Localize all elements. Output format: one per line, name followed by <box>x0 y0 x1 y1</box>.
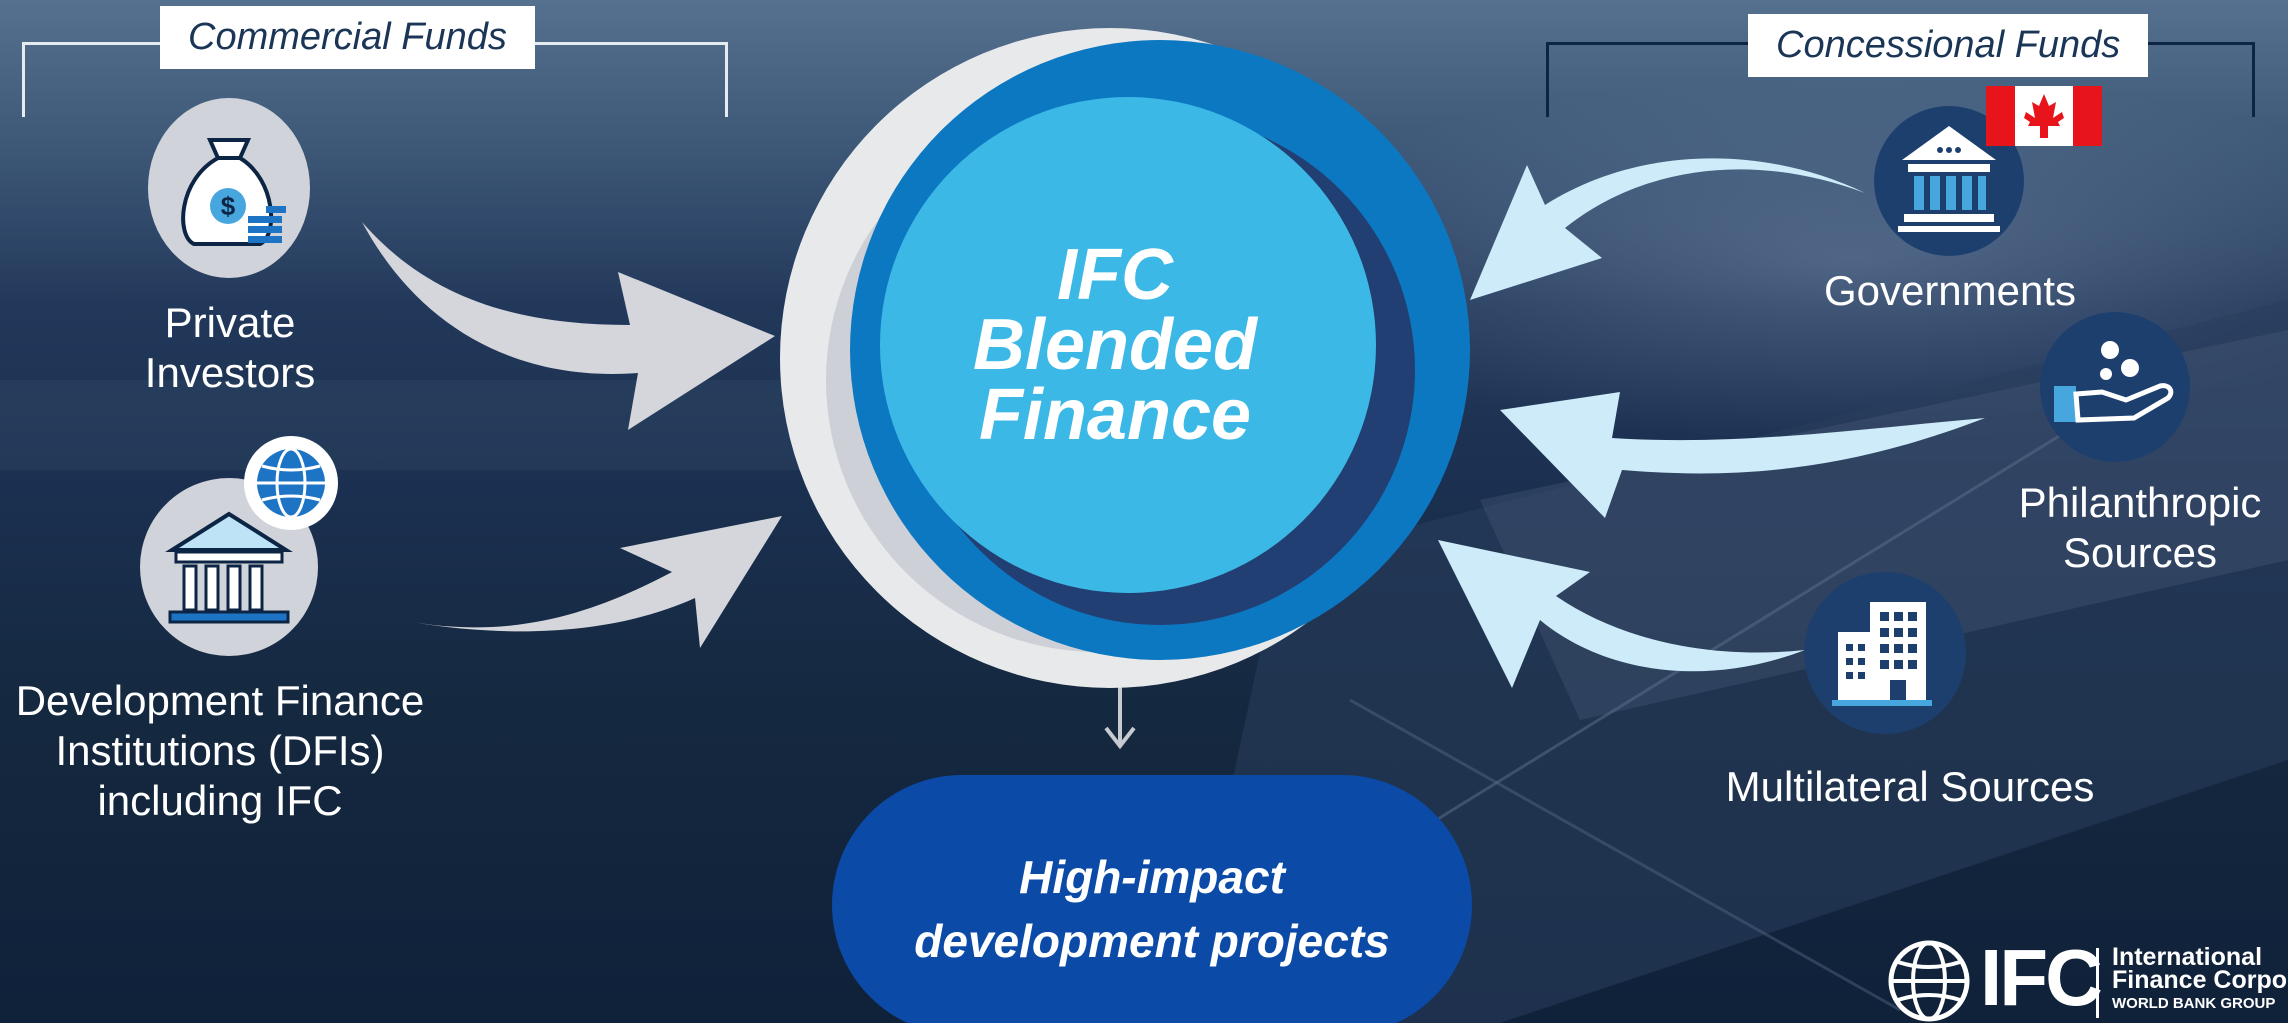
concessional-funds-label: Concessional Funds <box>1748 14 2149 77</box>
private-investors-line-2: Investors <box>144 349 316 396</box>
ifc-logo-text: International Finance Corpor WORLD BANK … <box>2112 943 2288 1015</box>
center-title-line-1: IFC <box>1057 235 1173 315</box>
commercial-funds-label: Commercial Funds <box>160 6 535 69</box>
dfi-label: Development Finance Institutions (DFIs) … <box>0 676 440 826</box>
outcome-pill <box>832 775 1472 1023</box>
private-investors-icon-circle: $ <box>148 98 310 278</box>
philanthropic-label: Philanthropic Sources <box>2000 478 2280 578</box>
dfi-line-1: Development Finance <box>15 677 425 724</box>
philanthropic-line-2: Sources <box>2062 529 2218 576</box>
government-building-icon <box>1898 126 2000 232</box>
canada-flag-icon <box>1986 86 2102 146</box>
svg-text:$: $ <box>221 191 236 221</box>
giving-hand-icon <box>2054 341 2174 423</box>
commercial-arrow-bottom <box>412 516 782 648</box>
money-bag-icon: $ <box>181 138 286 246</box>
dfi-badge <box>244 436 338 530</box>
dfi-line-3: including IFC <box>97 777 343 824</box>
center-title-line-3: Finance <box>978 375 1252 455</box>
private-investors-line-1: Private <box>164 299 296 346</box>
multilateral-icon-circle <box>1804 572 1966 734</box>
globe-icon <box>257 447 325 519</box>
center-title: IFC Blended Finance <box>900 235 1330 455</box>
bank-building-icon <box>165 511 293 624</box>
ifc-logo-name-line-2: Finance Corpor <box>2112 966 2288 994</box>
outcome-text: High-impact development projects <box>832 845 1472 973</box>
world-bank-globe-logo-icon <box>1888 940 1970 1022</box>
center-title-line-2: Blended <box>972 305 1258 385</box>
concessional-arrow-governments <box>1470 158 1865 300</box>
governments-label: Governments <box>1823 267 2077 314</box>
down-arrow-head <box>1104 726 1136 750</box>
outcome-line-1: High-impact <box>1019 851 1285 903</box>
office-building-icon <box>1832 602 1932 706</box>
philanthropic-icon-circle <box>2040 312 2190 462</box>
concessional-arrow-multilateral <box>1438 540 1805 688</box>
ifc-logo-name-line-1: International <box>2112 943 2263 971</box>
logo-divider <box>2096 948 2099 1018</box>
light-blue-circle <box>880 97 1376 593</box>
philanthropic-line-1: Philanthropic <box>2018 479 2262 526</box>
ifc-logo-abbreviation: IFC <box>1980 933 2103 1022</box>
concessional-arrow-philanthropic <box>1500 392 1985 518</box>
dfi-line-2: Institutions (DFIs) <box>55 727 385 774</box>
ifc-logo-group: WORLD BANK GROUP <box>2112 995 2276 1012</box>
outcome-line-2: development projects <box>914 915 1390 967</box>
private-investors-label: Private Investors <box>130 298 330 398</box>
multilateral-label: Multilateral Sources <box>1725 763 2095 810</box>
commercial-arrow-top <box>362 222 775 430</box>
